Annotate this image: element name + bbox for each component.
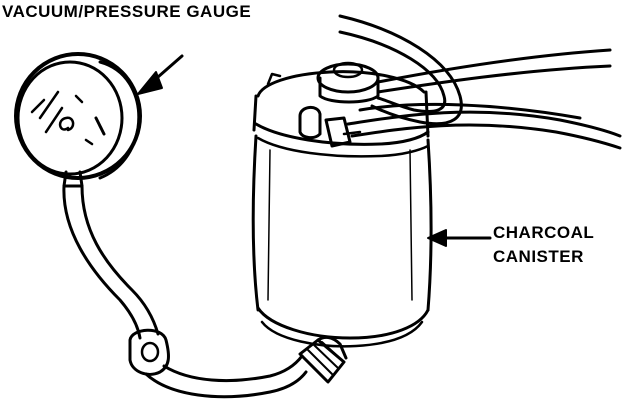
gauge-label: VACUUM/PRESSURE GAUGE [2,2,252,21]
canister-hoses [338,14,622,150]
canister-label-line-1: CHARCOAL [493,223,595,242]
canister-arrow [427,229,492,247]
charcoal-canister [251,70,433,348]
canister-top-fittings [298,61,380,148]
gauge-arrow [137,54,184,95]
canister-label-line-2: CANISTER [493,247,584,266]
vacuum-pressure-gauge [14,52,142,188]
gauge-hose [62,184,348,399]
